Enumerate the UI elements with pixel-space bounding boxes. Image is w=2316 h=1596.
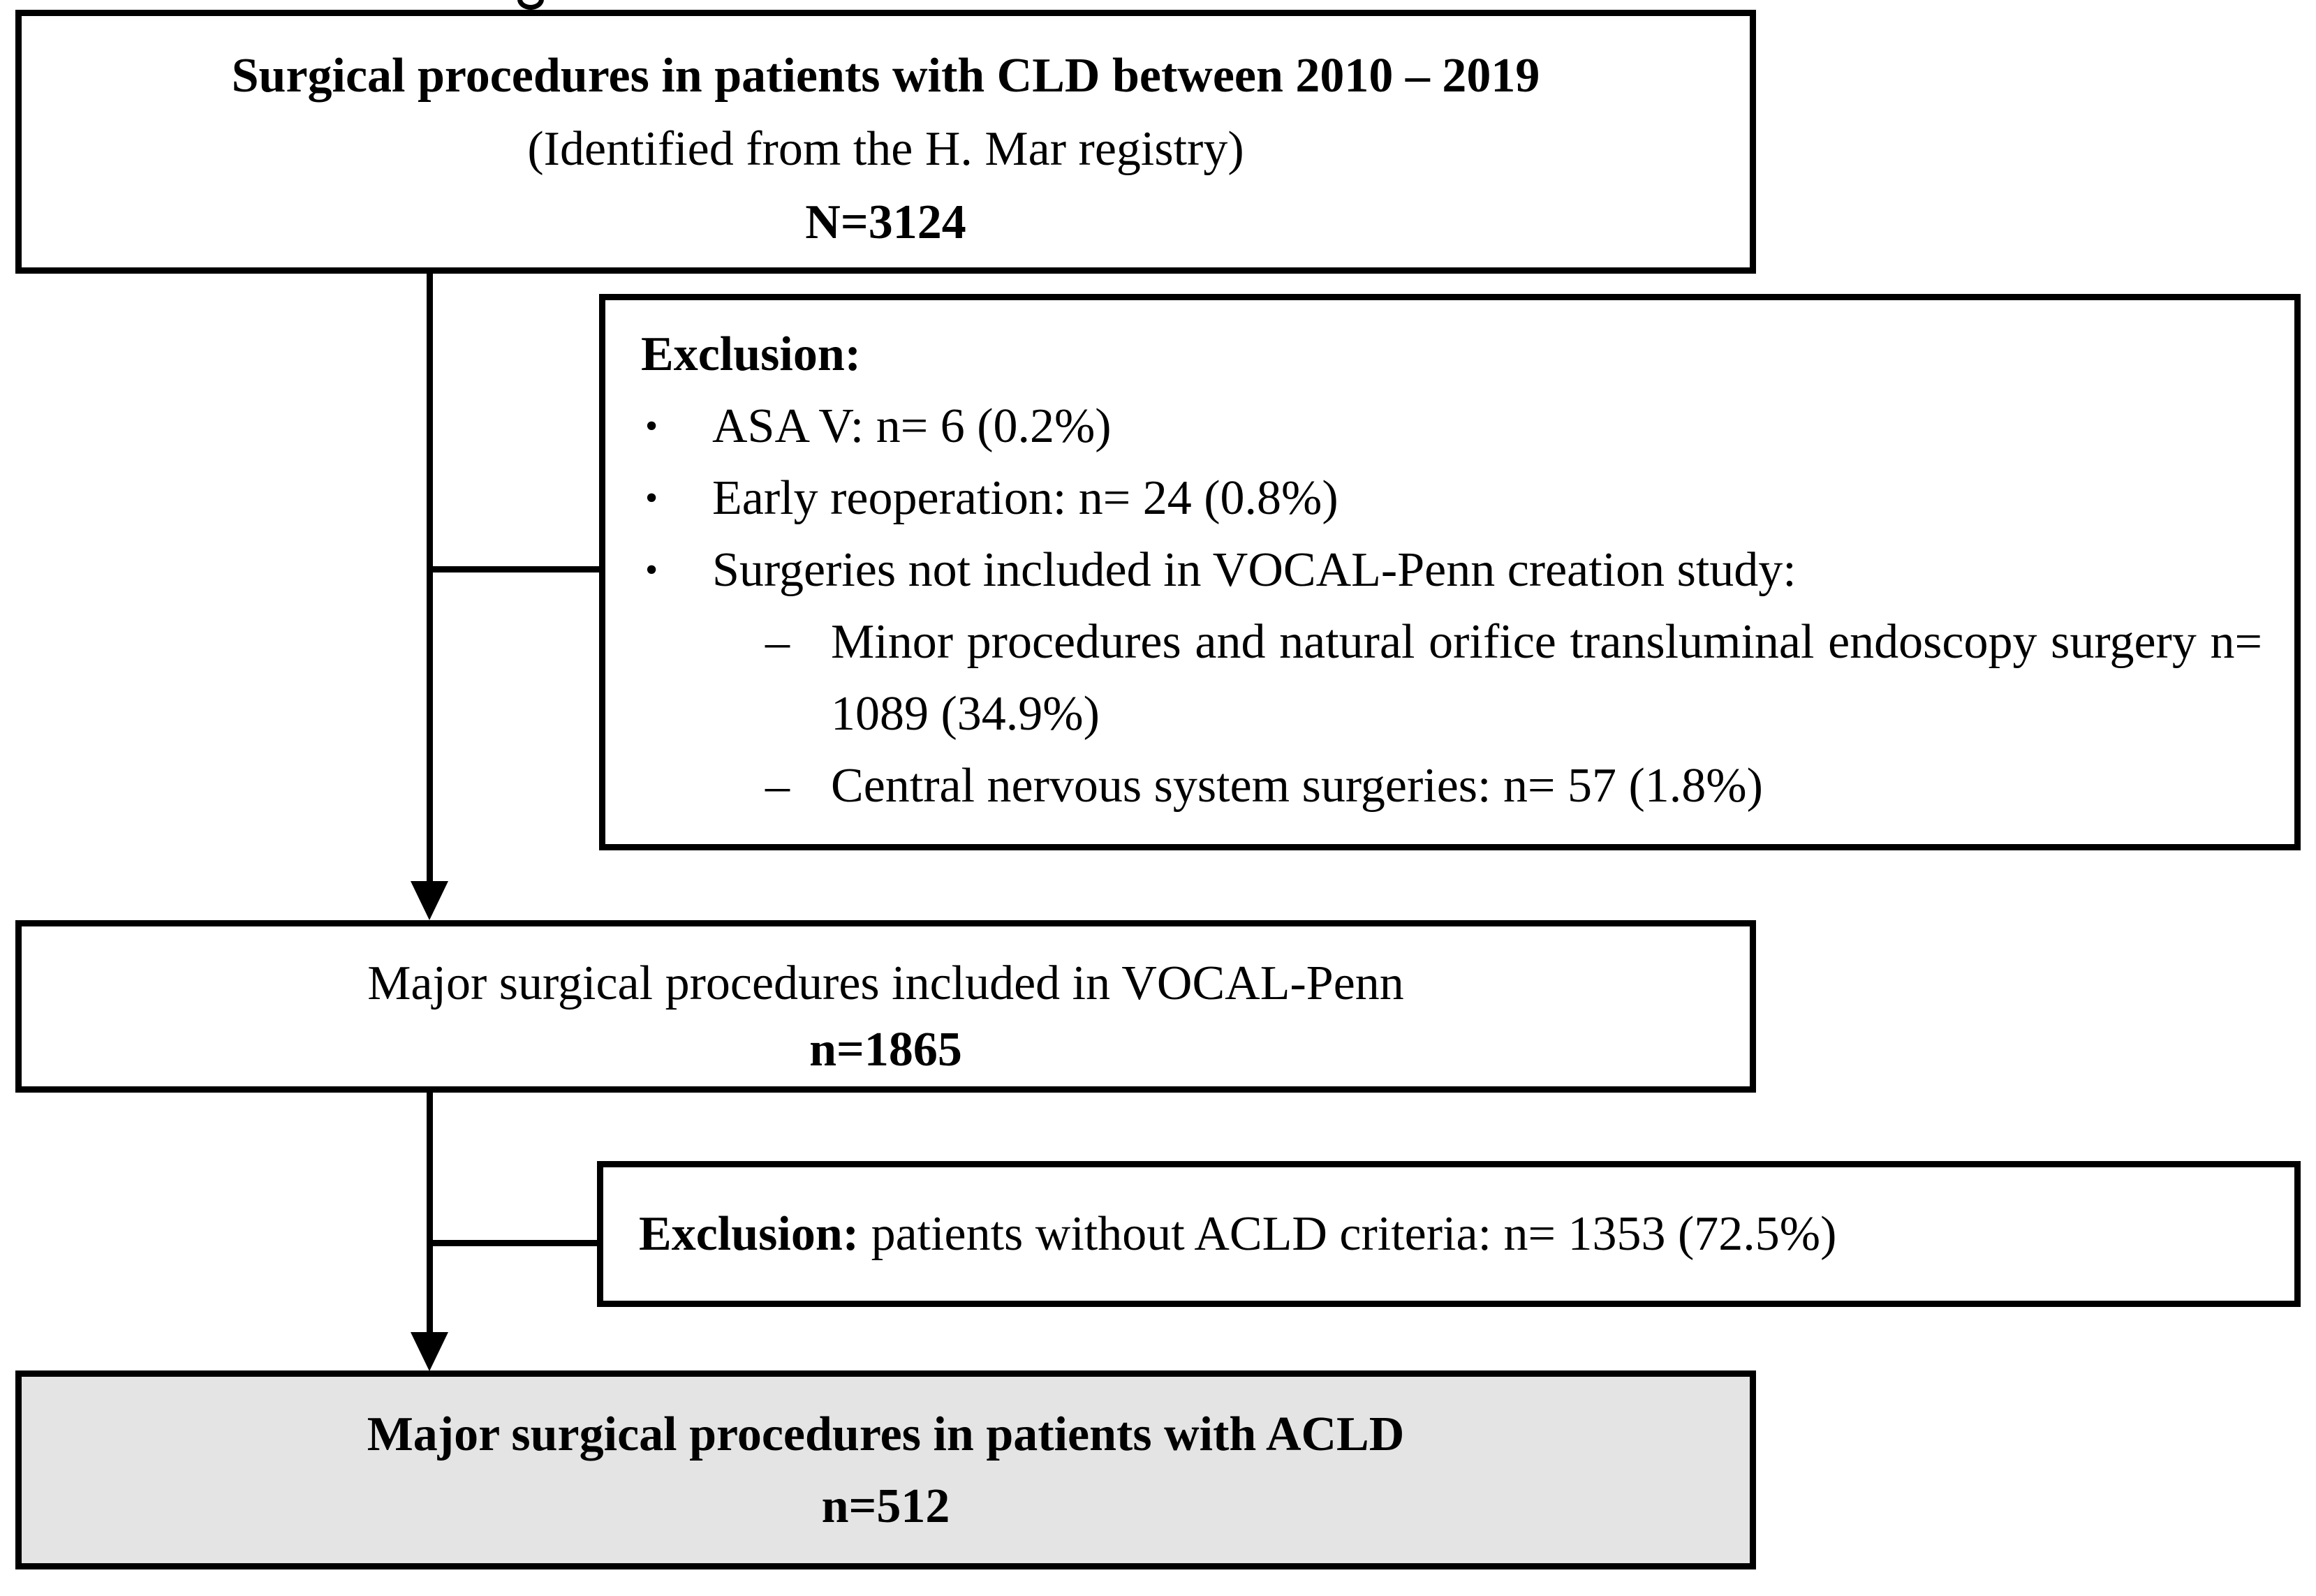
exclusion2-title: Exclusion: <box>639 1207 860 1261</box>
included-box-count: n=1865 <box>809 1022 962 1077</box>
connector-branch-exclusion2 <box>427 1240 597 1246</box>
list-item: – Central nervous system surgeries: n= 5… <box>765 750 2262 822</box>
bullet-icon: • <box>645 478 658 518</box>
cropped-text-artifact <box>517 0 544 10</box>
cld-box-title: Surgical procedures in patients with CLD… <box>231 48 1540 103</box>
connector-line-top <box>427 274 433 882</box>
exclusion1-bullet-asa: ASA V: n= 6 (0.2%) <box>712 399 1112 453</box>
connector-line-bottom <box>427 1089 433 1333</box>
box-cld-procedures: Surgical procedures in patients with CLD… <box>15 10 1756 274</box>
bullet-icon: • <box>645 406 658 446</box>
box-exclusion-1: Exclusion: • ASA V: n= 6 (0.2%) • Early … <box>599 294 2301 850</box>
exclusion2-text: Exclusion: patients without ACLD criteri… <box>639 1198 1836 1270</box>
arrow-down-icon <box>411 1332 448 1371</box>
connector-branch-exclusion1 <box>427 566 599 572</box>
final-box-title: Major surgical procedures in patients wi… <box>367 1407 1405 1461</box>
exclusion1-sub-cns: Central nervous system surgeries: n= 57 … <box>831 759 1763 813</box>
arrow-down-icon <box>411 881 448 920</box>
exclusion1-bullet-reoperation: Early reoperation: n= 24 (0.8%) <box>712 471 1338 525</box>
exclusion1-sub-minor: Minor procedures and natural orifice tra… <box>831 615 2262 741</box>
box-exclusion-2: Exclusion: patients without ACLD criteri… <box>597 1161 2301 1307</box>
cld-box-subtitle: (Identified from the H. Mar registry) <box>527 121 1244 176</box>
cld-box-count: N=3124 <box>805 195 966 249</box>
box-acld-final: Major surgical procedures in patients wi… <box>15 1370 1756 1569</box>
exclusion2-detail: patients without ACLD criteria: n= 1353 … <box>859 1207 1837 1261</box>
exclusion1-title: Exclusion: <box>641 327 862 381</box>
bullet-icon: • <box>645 550 658 590</box>
dash-icon: – <box>765 759 790 813</box>
list-item: • Surgeries not included in VOCAL-Penn c… <box>641 534 2262 606</box>
box-vocal-penn-included: Major surgical procedures included in VO… <box>15 920 1756 1093</box>
list-item: • ASA V: n= 6 (0.2%) <box>641 390 2262 462</box>
final-box-count: n=512 <box>821 1479 950 1533</box>
exclusion1-sublist: – Minor procedures and natural orifice t… <box>765 606 2262 822</box>
exclusion1-bullet-surgeries: Surgeries not included in VOCAL-Penn cre… <box>712 543 1797 597</box>
dash-icon: – <box>765 615 790 669</box>
list-item: – Minor procedures and natural orifice t… <box>765 606 2262 750</box>
exclusion1-list: • ASA V: n= 6 (0.2%) • Early reoperation… <box>641 390 2262 606</box>
list-item: • Early reoperation: n= 24 (0.8%) <box>641 462 2262 534</box>
included-box-title: Major surgical procedures included in VO… <box>367 956 1404 1010</box>
